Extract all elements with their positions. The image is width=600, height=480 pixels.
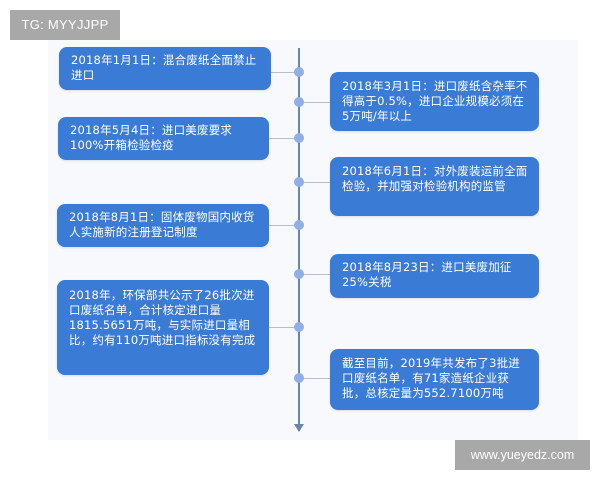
watermark-bottom-right: www.yueyedz.com xyxy=(455,440,590,470)
connector-right-3 xyxy=(302,274,330,275)
timeline-dot-left-4 xyxy=(294,322,304,332)
timeline-axis xyxy=(298,48,300,426)
event-box-right-4: 截至目前，2019年共发布了3批进口废纸名单，有71家造纸企业获批，总核定量为5… xyxy=(330,349,539,410)
event-box-left-2: 2018年5月4日：进口美废要求100%开箱检验检疫 xyxy=(58,117,269,160)
timeline-dot-right-2 xyxy=(294,177,304,187)
connector-right-4 xyxy=(302,378,330,379)
event-box-left-4: 2018年，环保部共公示了26批次进口废纸名单，合计核定进口量1815.5651… xyxy=(57,280,269,375)
event-box-left-3: 2018年8月1日：固体废物国内收货人实施新的注册登记制度 xyxy=(57,204,269,247)
event-box-right-3: 2018年8月23日：进口美废加征25%关税 xyxy=(330,254,539,298)
timeline-dot-right-3 xyxy=(294,269,304,279)
event-box-right-2: 2018年6月1日：对外废装运前全面检验，并加强对检验机构的监管 xyxy=(330,157,539,216)
timeline-dot-left-3 xyxy=(294,220,304,230)
connector-left-3 xyxy=(268,225,296,226)
timeline-dot-right-1 xyxy=(294,97,304,107)
event-box-left-1: 2018年1月1日：混合废纸全面禁止进口 xyxy=(59,47,271,90)
timeline-dot-left-2 xyxy=(294,133,304,143)
connector-right-1 xyxy=(302,102,330,103)
timeline-dot-left-1 xyxy=(294,67,304,77)
connector-right-2 xyxy=(302,182,330,183)
event-box-right-1: 2018年3月1日：进口废纸含杂率不得高于0.5%，进口企业规模必须在5万吨/年… xyxy=(330,72,539,131)
timeline-dot-right-4 xyxy=(294,373,304,383)
arrow-down-icon xyxy=(294,424,304,432)
watermark-top-left: TG: MYYJJPP xyxy=(10,10,120,40)
connector-left-1 xyxy=(270,72,296,73)
connector-left-2 xyxy=(268,138,296,139)
connector-left-4 xyxy=(268,327,296,328)
